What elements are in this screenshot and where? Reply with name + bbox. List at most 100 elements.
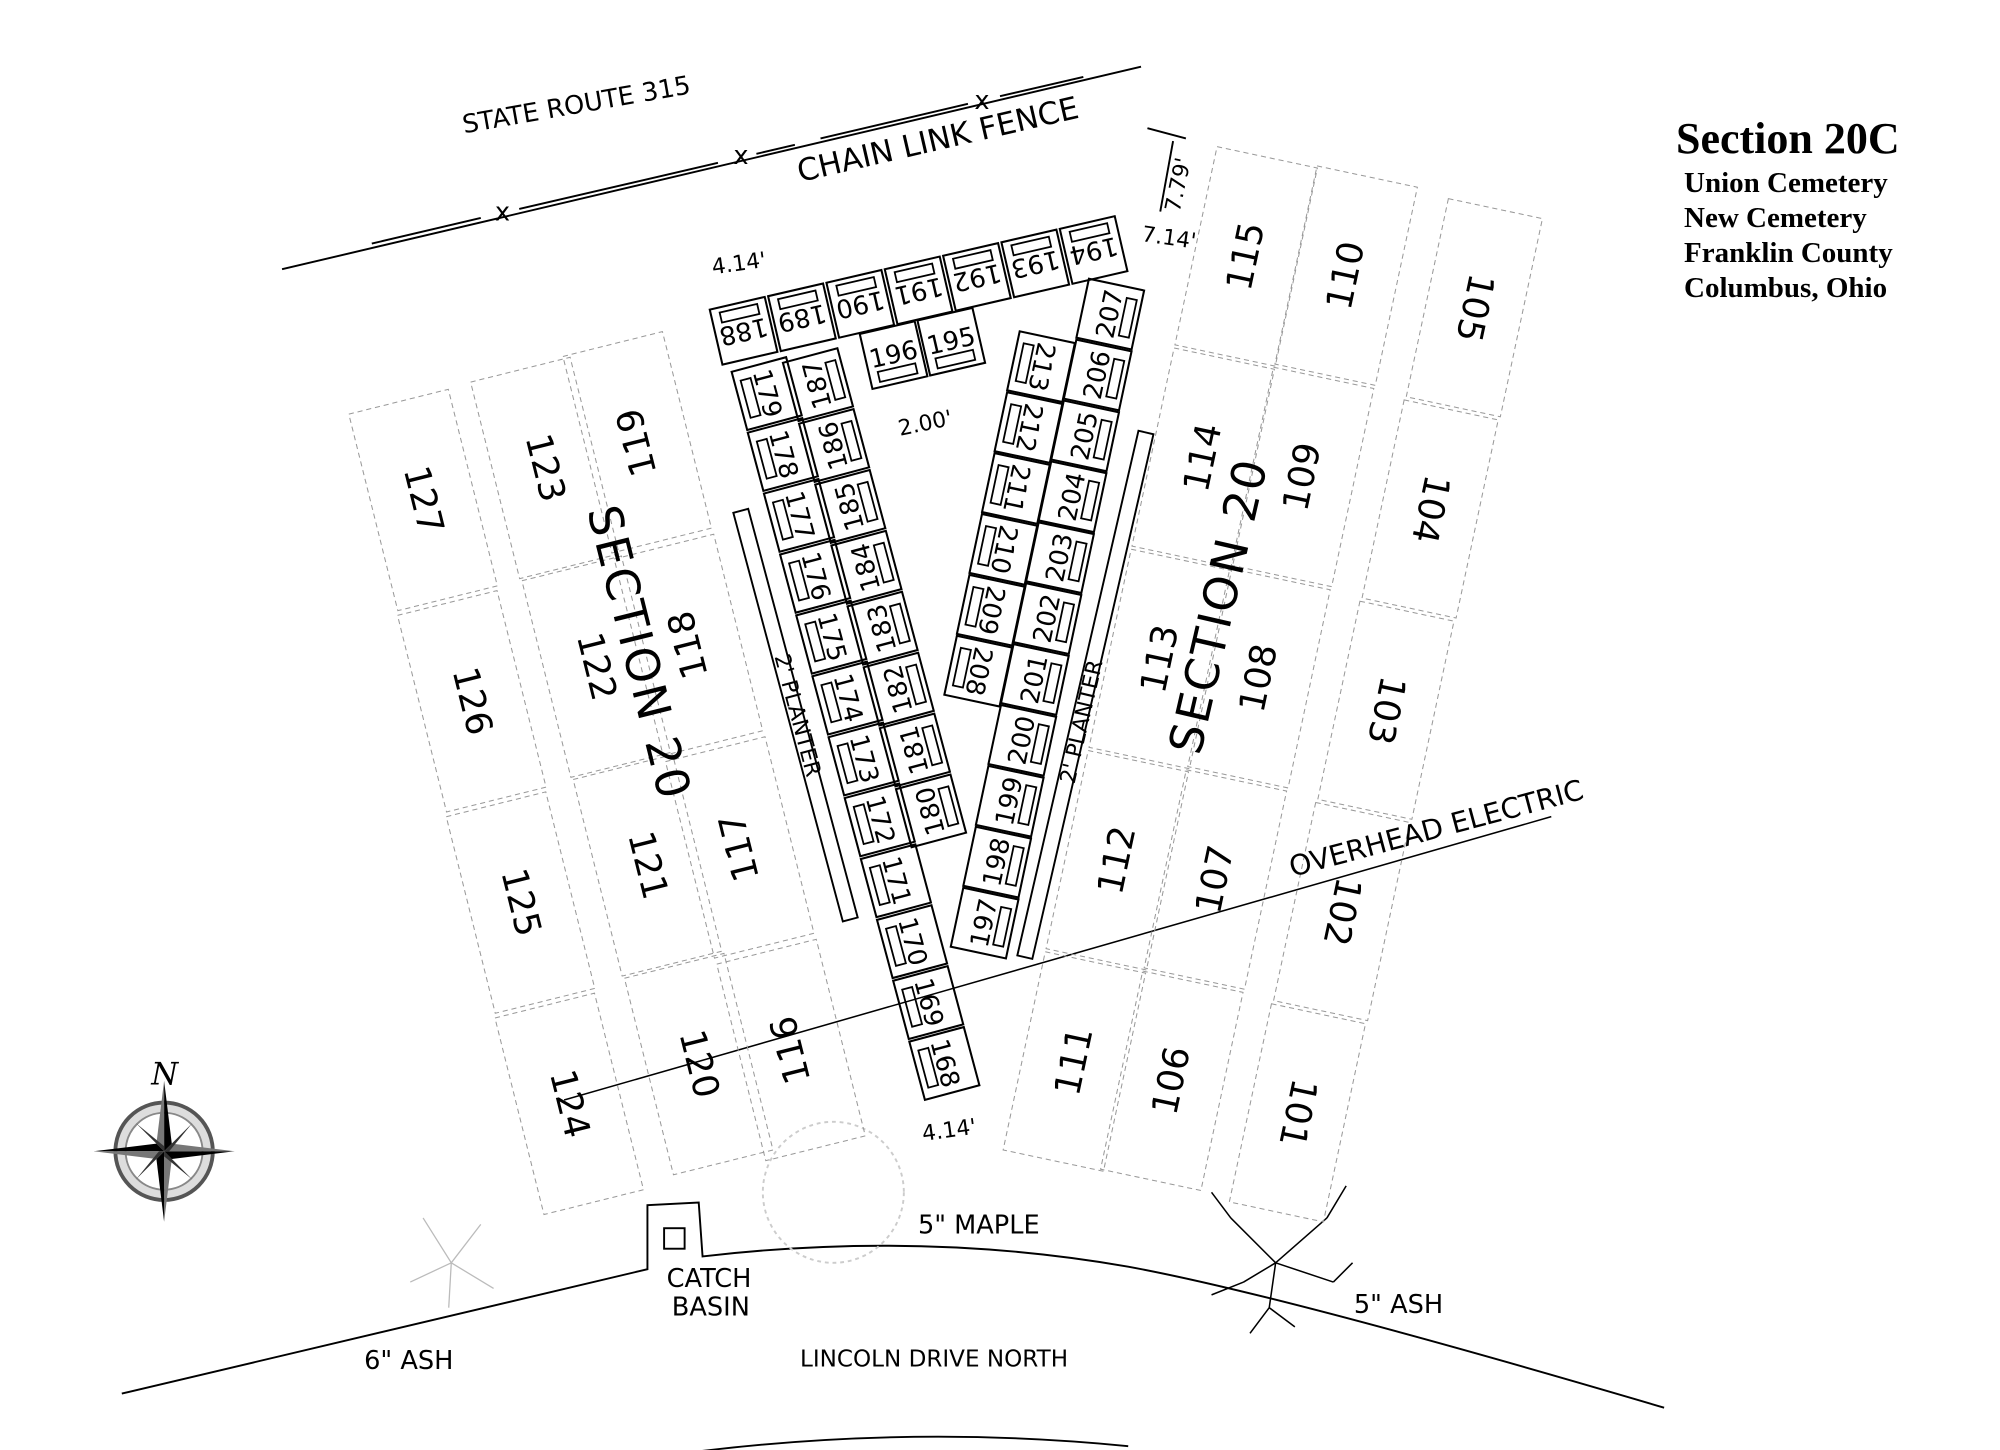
fence-segment bbox=[820, 102, 969, 140]
lot-boundary bbox=[1024, 521, 1096, 595]
plot-201[interactable]: 201 bbox=[999, 642, 1070, 717]
dimension-line bbox=[1159, 140, 1175, 212]
plot-204[interactable]: 204 bbox=[1037, 460, 1108, 534]
headstone-marker bbox=[992, 905, 1013, 948]
headstone-marker bbox=[1068, 222, 1111, 243]
plot-203[interactable]: 203 bbox=[1024, 521, 1096, 595]
headstone-marker bbox=[1014, 342, 1035, 385]
lot-boundary bbox=[843, 782, 917, 858]
headstone-marker bbox=[901, 985, 924, 1028]
lot-number: 207 bbox=[1090, 287, 1130, 341]
lot-number: 169 bbox=[907, 975, 949, 1030]
map-title-block: Section 20C Union Cemetery New Cemetery … bbox=[1676, 112, 1900, 306]
plot-171[interactable]: 171 bbox=[859, 843, 933, 919]
lot-number: 210 bbox=[984, 522, 1024, 576]
lot-number: 120 bbox=[671, 1026, 727, 1102]
lot-115[interactable]: 115 bbox=[1174, 146, 1318, 367]
lot-number: 203 bbox=[1040, 531, 1080, 585]
lincoln-drive-south-edge bbox=[702, 1435, 1129, 1450]
plot-200[interactable]: 200 bbox=[987, 703, 1058, 777]
lincoln-drive-label: LINCOLN DRIVE NORTH bbox=[800, 1347, 1068, 1373]
lot-126[interactable]: 126 bbox=[396, 589, 547, 813]
lot-boundary bbox=[797, 407, 871, 484]
plot-188[interactable]: 188 bbox=[708, 295, 779, 366]
headstone-marker bbox=[888, 602, 911, 645]
headstone-marker bbox=[976, 524, 998, 567]
lot-boundary bbox=[962, 825, 1033, 899]
headstone-marker bbox=[872, 541, 895, 584]
plot-194[interactable]: 194 bbox=[1058, 214, 1129, 286]
lot-112[interactable]: 112 bbox=[1045, 749, 1190, 971]
lot-number: 211 bbox=[996, 461, 1036, 515]
lot-boundary bbox=[916, 306, 987, 377]
lot-number: 178 bbox=[762, 427, 804, 482]
plot-193[interactable]: 193 bbox=[1000, 228, 1071, 299]
section-title: Section 20C bbox=[1676, 114, 1900, 163]
lot-boundary bbox=[1075, 277, 1146, 351]
lot-number: 106 bbox=[1145, 1043, 1199, 1119]
plot-189[interactable]: 189 bbox=[766, 282, 837, 353]
headstone-marker bbox=[718, 302, 761, 324]
plot-198[interactable]: 198 bbox=[962, 825, 1033, 899]
lot-127[interactable]: 127 bbox=[348, 388, 498, 612]
lot-110[interactable]: 110 bbox=[1274, 165, 1418, 386]
lot-number: 112 bbox=[1090, 823, 1144, 899]
lot-125[interactable]: 125 bbox=[445, 791, 596, 1014]
fence-segment bbox=[756, 143, 796, 155]
lot-105[interactable]: 105 bbox=[1405, 198, 1544, 418]
plot-197[interactable]: 197 bbox=[949, 886, 1020, 960]
lot-111[interactable]: 111 bbox=[1002, 951, 1147, 1172]
ash-west-label: 6" ASH bbox=[364, 1346, 453, 1376]
lot-120[interactable]: 120 bbox=[623, 952, 774, 1176]
lot-106[interactable]: 106 bbox=[1099, 970, 1244, 1192]
lincoln-drive-north-edge bbox=[121, 1201, 1665, 1409]
lot-boundary bbox=[862, 651, 936, 727]
lot-number: 197 bbox=[965, 896, 1005, 950]
lot-number: 101 bbox=[1270, 1075, 1324, 1151]
headstone-marker bbox=[905, 663, 928, 706]
lot-boundary bbox=[730, 355, 803, 432]
fence-segment bbox=[999, 75, 1084, 98]
lot-boundary bbox=[813, 468, 887, 545]
lot-boundary bbox=[1050, 399, 1121, 473]
headstone-marker bbox=[755, 437, 778, 480]
lot-boundary bbox=[746, 416, 820, 493]
plot-195[interactable]: 195 bbox=[916, 306, 987, 377]
lot-number: 121 bbox=[619, 827, 675, 903]
lot-number: 103 bbox=[1359, 673, 1413, 749]
lot-boundary bbox=[999, 642, 1070, 717]
lot-boundary bbox=[778, 538, 852, 614]
headstone-marker bbox=[921, 724, 944, 767]
lot-number: 213 bbox=[1021, 340, 1061, 394]
lot-number: 182 bbox=[878, 662, 920, 717]
lot-number: 125 bbox=[492, 864, 548, 940]
lot-boundary bbox=[1000, 228, 1071, 299]
lot-boundary bbox=[1062, 338, 1133, 412]
lot-number: 196 bbox=[866, 335, 920, 375]
lot-number: 184 bbox=[846, 540, 888, 595]
lot-number: 123 bbox=[517, 430, 573, 506]
headstone-marker bbox=[964, 585, 985, 628]
plot-202[interactable]: 202 bbox=[1012, 582, 1083, 656]
lot-number: 199 bbox=[990, 774, 1030, 828]
lot-104[interactable]: 104 bbox=[1361, 399, 1499, 619]
headstone-marker bbox=[1080, 479, 1101, 522]
lot-107[interactable]: 107 bbox=[1143, 769, 1288, 990]
plot-168[interactable]: 168 bbox=[908, 1025, 981, 1102]
lot-number: 170 bbox=[891, 914, 933, 969]
plot-192[interactable]: 192 bbox=[941, 241, 1012, 312]
plot-207[interactable]: 207 bbox=[1075, 277, 1146, 351]
plot-170[interactable]: 170 bbox=[875, 904, 949, 980]
plot-196[interactable]: 196 bbox=[858, 320, 929, 391]
lot-101[interactable]: 101 bbox=[1228, 1003, 1367, 1223]
lot-103[interactable]: 103 bbox=[1317, 600, 1455, 820]
plot-199[interactable]: 199 bbox=[974, 764, 1045, 838]
headstone-marker bbox=[934, 348, 977, 370]
lot-number: 190 bbox=[833, 284, 887, 324]
lot-124[interactable]: 124 bbox=[494, 992, 645, 1216]
headstone-marker bbox=[876, 362, 919, 384]
plot-205[interactable]: 205 bbox=[1050, 399, 1121, 473]
fence-marker: x bbox=[495, 198, 510, 228]
headstone-marker bbox=[1092, 418, 1113, 461]
plot-206[interactable]: 206 bbox=[1062, 338, 1133, 412]
